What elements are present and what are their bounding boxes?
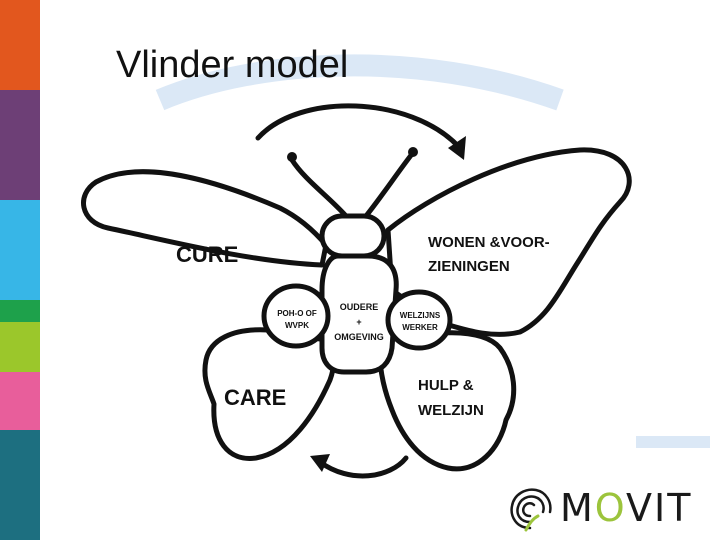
color-stripe-green <box>0 300 40 322</box>
label-wonen-line2: ZIENINGEN <box>428 258 510 275</box>
logo-text-prefix: M <box>560 486 595 530</box>
label-right-circle-line1: WELZIJNS <box>400 311 441 320</box>
wing-upper-left <box>81 169 329 268</box>
arrow-bottom-head <box>310 454 330 472</box>
left-circle <box>261 283 331 349</box>
color-stripe-orange <box>0 0 40 20</box>
label-cure: CURE <box>176 242 238 267</box>
color-stripe-lime <box>0 322 40 372</box>
movit-logo: MOVIT <box>504 482 716 534</box>
arrow-top-head <box>448 136 466 160</box>
arrow-top-curve <box>255 103 461 149</box>
color-stripe-orange <box>0 20 40 90</box>
label-body-line1: OUDERE <box>340 302 379 312</box>
decorative-blue-bar <box>636 436 710 448</box>
spiral-icon <box>510 488 552 532</box>
label-left-circle-line1: POH-O OF <box>277 309 317 318</box>
antenna-right <box>363 151 415 219</box>
label-body-line2: + <box>356 317 361 327</box>
antenna-tip-right <box>408 147 418 157</box>
wing-lower-left <box>202 327 336 461</box>
label-wonen-line1: WONEN &VOOR- <box>428 234 550 251</box>
butterfly-body <box>319 253 399 375</box>
color-stripe-teal <box>0 430 40 540</box>
right-circle <box>385 289 453 351</box>
slide-title: Vlinder model <box>116 44 349 86</box>
logo-wordmark: MOVIT <box>560 486 692 530</box>
arrow-bottom-curve <box>317 455 409 479</box>
butterfly-head <box>319 213 387 259</box>
logo-text-suffix: VIT <box>626 486 693 530</box>
logo-text-accent: O <box>594 486 627 530</box>
antenna-tip-left <box>287 152 297 162</box>
color-stripe-cyan <box>0 200 40 300</box>
color-stripe-purple <box>0 90 40 200</box>
antenna-left <box>289 157 349 219</box>
label-hulp-line2: WELZIJN <box>418 402 484 419</box>
label-hulp-line1: HULP & <box>418 377 474 394</box>
label-body-line3: OMGEVING <box>334 332 384 342</box>
color-stripe-pink <box>0 372 40 430</box>
label-left-circle-line2: WVPK <box>285 321 309 330</box>
label-care: CARE <box>224 385 286 410</box>
wing-lower-right <box>377 330 517 472</box>
label-right-circle-line2: WERKER <box>402 323 438 332</box>
